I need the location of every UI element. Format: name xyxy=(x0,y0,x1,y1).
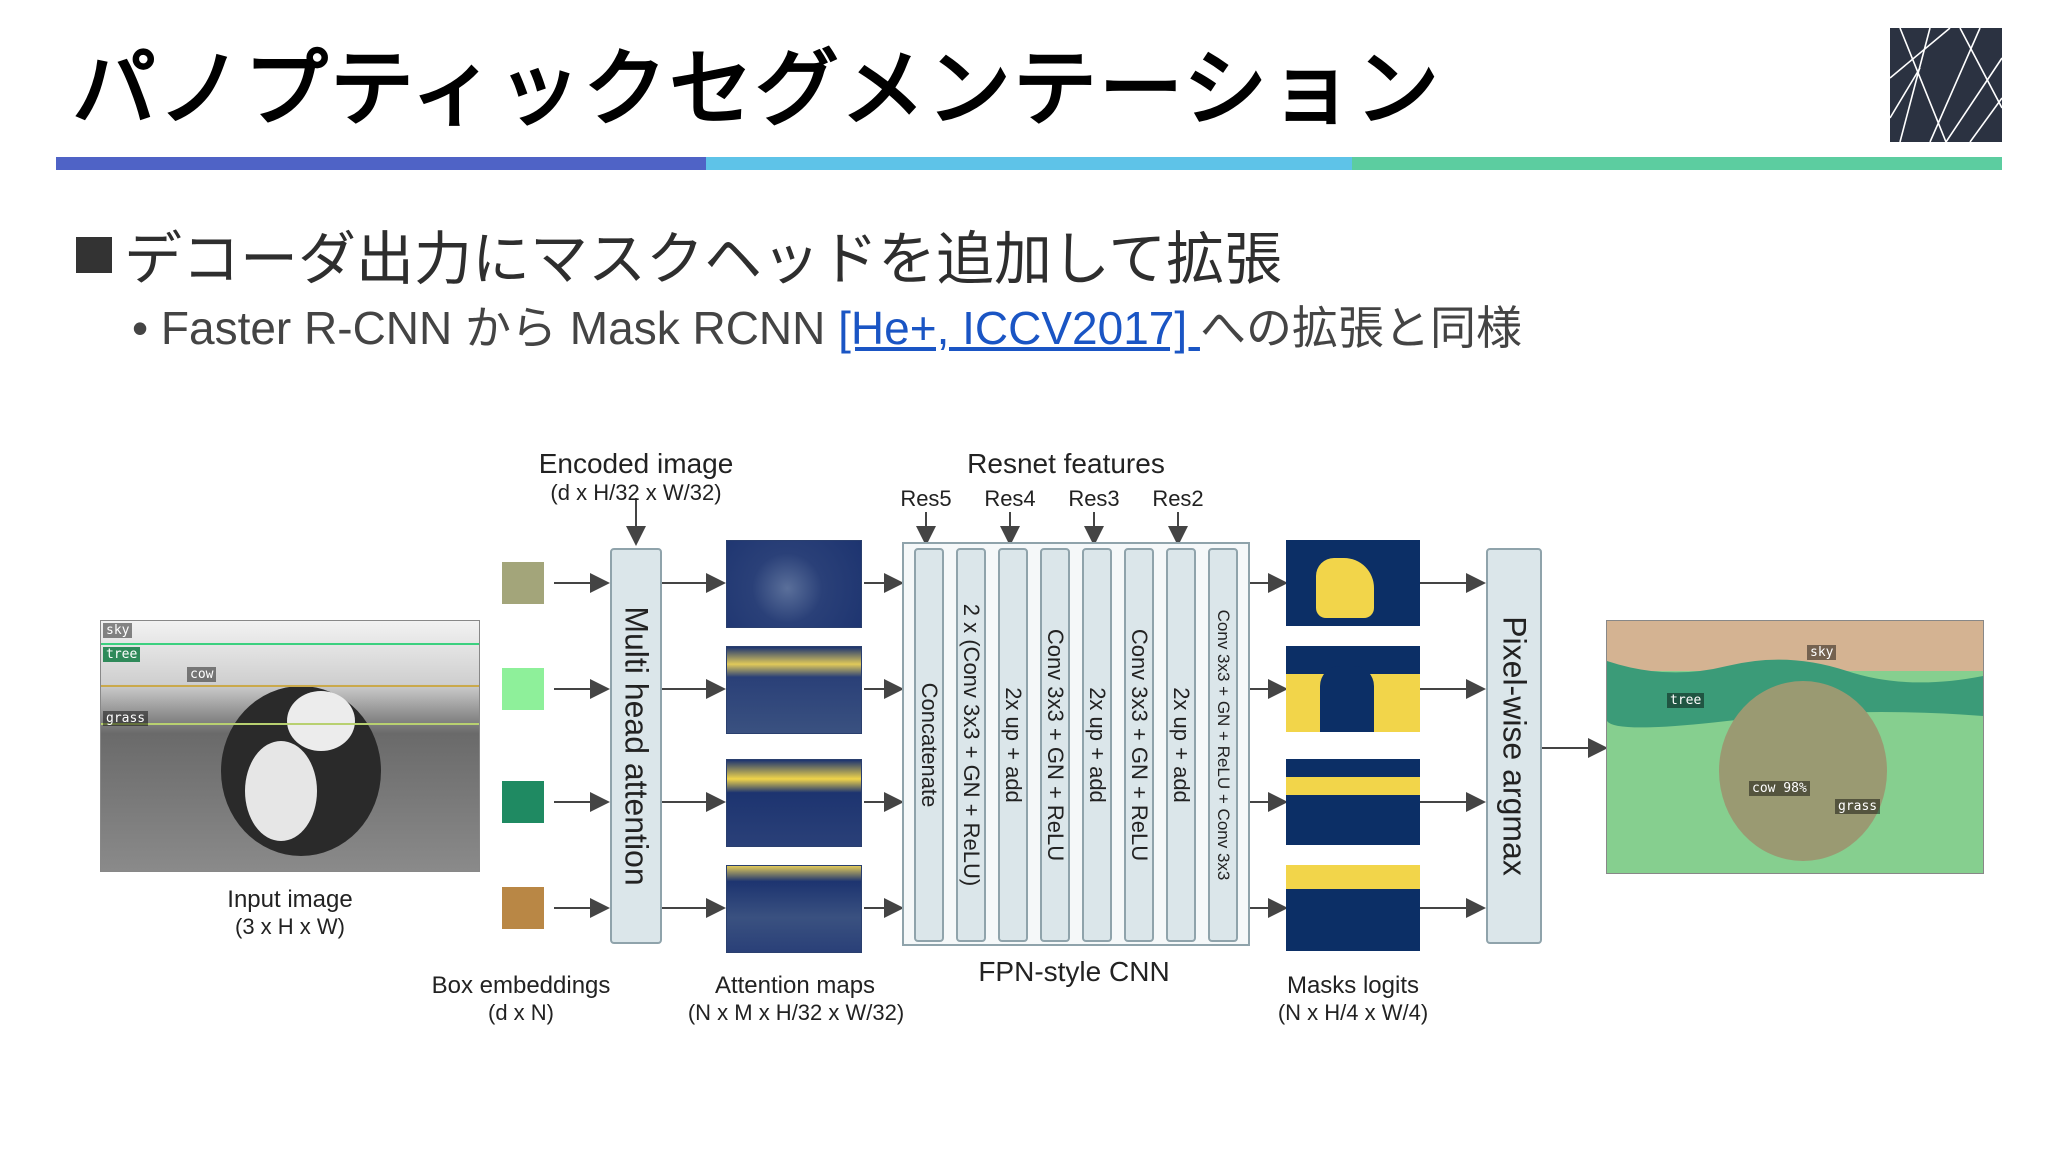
input-tag-tree: tree xyxy=(103,647,141,662)
mask-3-shape xyxy=(1286,777,1420,795)
input-image-label: Input image xyxy=(227,886,353,913)
fpn-block-label: Conv 3x3 + GN + ReLU xyxy=(1043,628,1068,862)
fpn-block-1: Concatenate xyxy=(914,548,944,942)
citation-link[interactable]: [He+, ICCV2017] xyxy=(838,302,1200,354)
bullet-main: デコーダ出力にマスクヘッドを追加して拡張 xyxy=(76,212,1282,296)
square-bullet-icon xyxy=(76,237,112,273)
res2-label: Res2 xyxy=(1152,486,1204,511)
box-embedding-3 xyxy=(502,781,544,823)
fpn-block-label: 2x up + add xyxy=(1085,687,1110,803)
output-image: sky tree cow 98% grass xyxy=(1606,620,1984,874)
mask-logit-4 xyxy=(1286,865,1420,951)
title-rule-blue xyxy=(56,157,706,170)
output-tag-cow: cow 98% xyxy=(1749,781,1810,796)
res5-label: Res5 xyxy=(900,486,952,511)
fpn-frame xyxy=(902,542,1250,946)
fpn-block-2: 2 x (Conv 3x3 + GN + ReLU) xyxy=(956,548,986,942)
diagram-arrows xyxy=(554,498,1608,918)
box-embedding-2 xyxy=(502,668,544,710)
fpn-block-4: Conv 3x3 + GN + ReLU xyxy=(1040,548,1070,942)
bullet-sub-suffix: への拡張と同様 xyxy=(1199,302,1522,354)
mask-1-shape xyxy=(1316,558,1374,618)
title-rule-cyan xyxy=(706,157,1352,170)
attention-map-2 xyxy=(726,646,862,734)
box-embedding-1 xyxy=(502,562,544,604)
mask-logit-2 xyxy=(1286,646,1420,732)
attention-maps-label: Attention maps xyxy=(714,972,876,999)
input-cow-illustration xyxy=(101,643,479,856)
output-segmentation-illustration xyxy=(1607,621,1983,861)
bullet-sub-text: Faster R-CNN から Mask RCNN xyxy=(160,302,839,354)
input-tag-sky: sky xyxy=(103,623,133,638)
pixel-wise-argmax-label: Pixel-wise argmax xyxy=(1496,616,1533,876)
input-tag-cow: cow xyxy=(187,667,217,682)
mask-2-hole xyxy=(1320,666,1374,732)
encoded-image-label: Encoded image xyxy=(538,448,734,479)
box-dims-label: (d x N) xyxy=(488,1000,554,1025)
masks-logits-label: Masks logits xyxy=(1286,972,1420,999)
title-rule-green xyxy=(1352,157,2002,170)
fpn-block-label: Conv 3x3 + GN + ReLU xyxy=(1127,628,1152,862)
pixel-wise-argmax-block: Pixel-wise argmax xyxy=(1486,548,1542,944)
input-dims-label: (3 x H x W) xyxy=(235,914,345,939)
attention-map-4 xyxy=(726,865,862,953)
fpn-block-label: Concatenate xyxy=(917,682,942,808)
input-image: sky tree cow grass xyxy=(100,620,480,872)
box-embedding-4 xyxy=(502,887,544,929)
res4-label: Res4 xyxy=(984,486,1036,511)
slide-title: パノプティックセグメンテーション xyxy=(72,40,1442,138)
mask-logit-1 xyxy=(1286,540,1420,626)
dot-bullet-icon: • xyxy=(132,302,161,354)
bullet-sub: • Faster R-CNN から Mask RCNN [He+, ICCV20… xyxy=(132,292,1522,358)
fpn-block-label: Conv 3x3 + GN + ReLU + Conv 3x3 xyxy=(1214,609,1233,881)
res3-label: Res3 xyxy=(1068,486,1120,511)
fpn-block-3: 2x up + add xyxy=(998,548,1028,942)
multi-head-attention-label: Multi head attention xyxy=(618,606,655,886)
fpn-block-label: 2x up + add xyxy=(1001,687,1026,803)
box-embeddings-label: Box embeddings xyxy=(431,972,611,999)
fpn-block-6: Conv 3x3 + GN + ReLU xyxy=(1124,548,1154,942)
encoded-dims-label: (d x H/32 x W/32) xyxy=(550,480,722,505)
attention-map-3 xyxy=(726,759,862,847)
fpn-label: FPN-style CNN xyxy=(978,956,1170,987)
attention-map-1 xyxy=(726,540,862,628)
bullet-main-text: デコーダ出力にマスクヘッドを追加して拡張 xyxy=(124,225,1283,293)
fpn-block-label: 2x up + add xyxy=(1169,687,1194,803)
resnet-features-label: Resnet features xyxy=(967,448,1165,479)
multi-head-attention-block: Multi head attention xyxy=(610,548,662,944)
output-tag-tree: tree xyxy=(1667,693,1705,708)
masks-dims-label: (N x H/4 x W/4) xyxy=(1277,1000,1429,1025)
fpn-block-label: 2 x (Conv 3x3 + GN + ReLU) xyxy=(959,603,984,887)
fpn-block-8: Conv 3x3 + GN + ReLU + Conv 3x3 xyxy=(1208,548,1238,942)
mask-logit-3 xyxy=(1286,759,1420,845)
input-tag-grass: grass xyxy=(103,711,149,726)
fpn-block-7: 2x up + add xyxy=(1166,548,1196,942)
output-tag-grass: grass xyxy=(1835,799,1881,814)
fpn-block-5: 2x up + add xyxy=(1082,548,1112,942)
architecture-diagram: Encoded image (d x H/32 x W/32) Resnet f… xyxy=(96,440,1996,1040)
mask-4-shape xyxy=(1286,865,1420,889)
attention-dims-label: (N x M x H/32 x W/32) xyxy=(687,1000,905,1025)
logo-icon xyxy=(1890,28,2002,142)
output-tag-sky: sky xyxy=(1807,645,1837,660)
